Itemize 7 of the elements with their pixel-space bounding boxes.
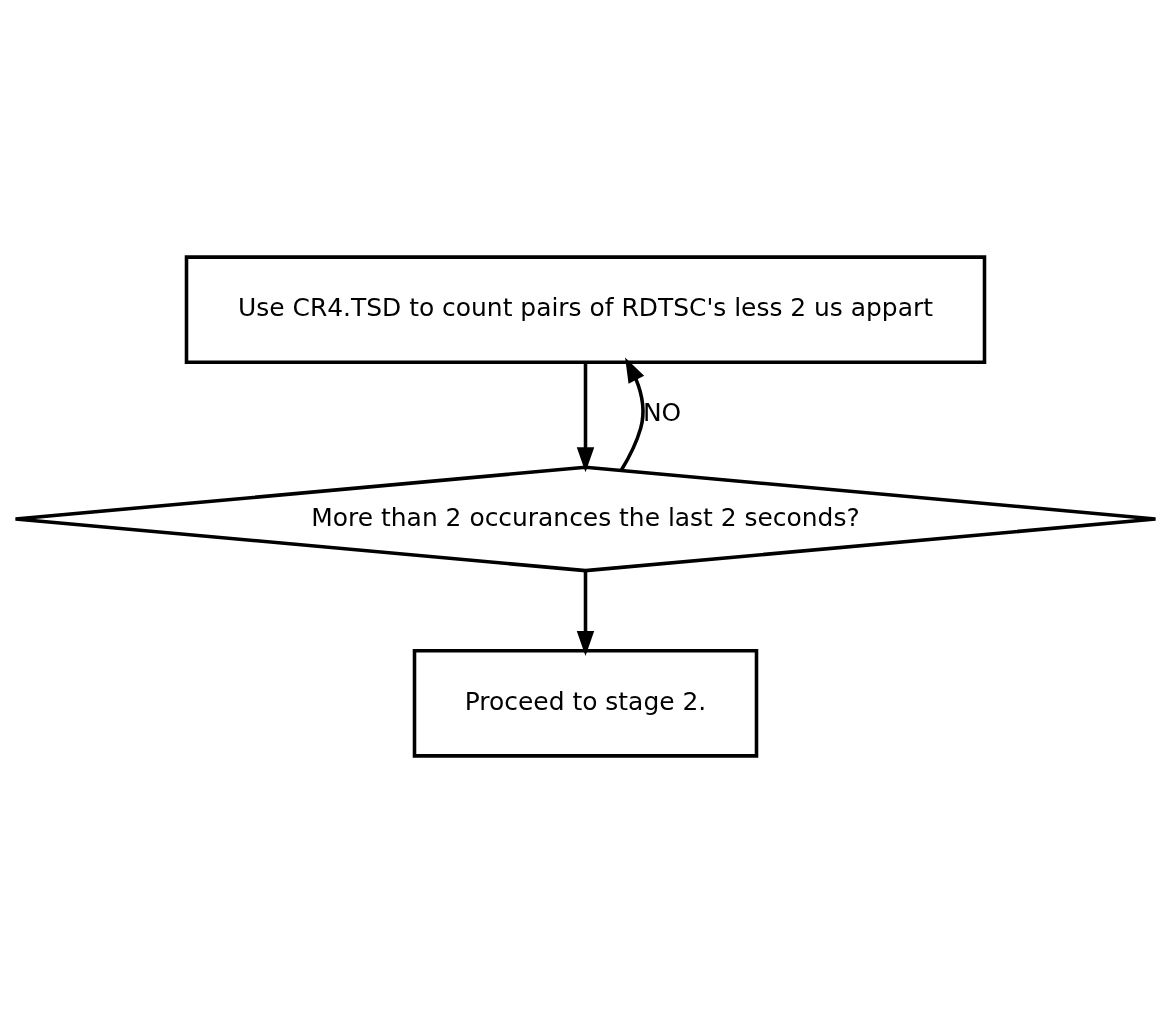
edge-label: NO: [642, 398, 682, 428]
node-box: Proceed to stage 2.: [412, 649, 759, 758]
node-diamond: More than 2 occurances the last 2 seconds?: [13, 465, 1158, 573]
arrow: [619, 357, 645, 472]
arrow: [576, 362, 595, 473]
arrow: [576, 570, 595, 656]
node-box: Use CR4.TSD to count pairs of RDTSC's less 2 us appart: [184, 255, 987, 364]
